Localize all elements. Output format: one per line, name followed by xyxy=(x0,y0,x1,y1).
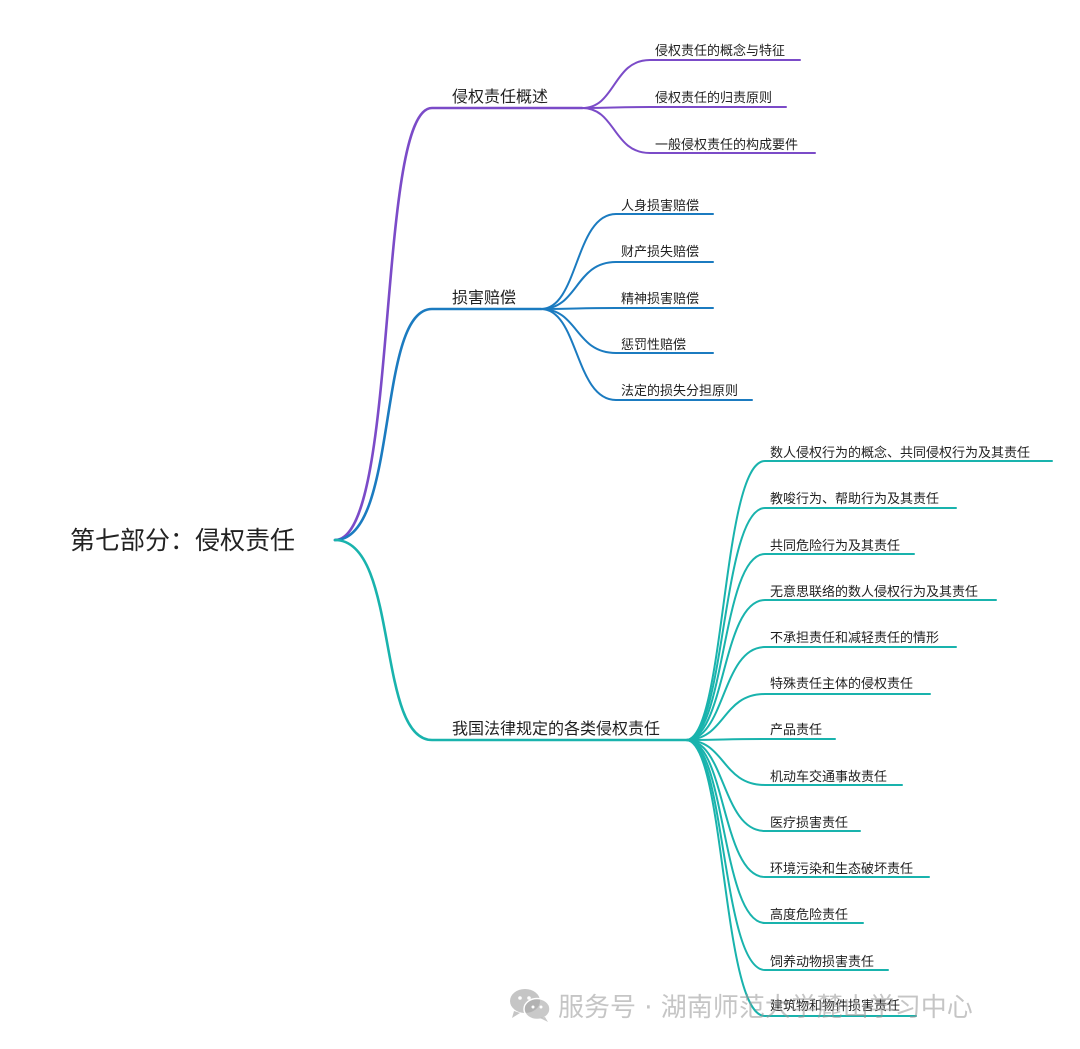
leaf-node[interactable]: 机动车交通事故责任 xyxy=(770,769,887,785)
leaf-connector xyxy=(685,507,957,741)
leaf-node[interactable]: 共同危险行为及其责任 xyxy=(770,539,900,554)
leaf-connector xyxy=(540,308,753,401)
leaf-node[interactable]: 产品责任 xyxy=(770,723,822,738)
leaf-connector xyxy=(685,599,997,741)
branch-node[interactable]: 我国法律规定的各类侵权责任 xyxy=(452,719,660,738)
leaf-node[interactable]: 饲养动物损害责任 xyxy=(770,954,874,970)
branch-connector xyxy=(333,307,543,542)
leaf-node[interactable]: 精神损害赔偿 xyxy=(621,291,699,307)
branch-connector xyxy=(333,538,688,742)
leaf-node[interactable]: 特殊责任主体的侵权责任 xyxy=(770,676,913,692)
leaf-connector xyxy=(540,213,714,310)
leaf-connector xyxy=(685,739,903,786)
leaf-connector xyxy=(540,261,714,310)
root-node[interactable]: 第七部分：侵权责任 xyxy=(70,526,295,555)
leaf-node[interactable]: 建筑物和物件损害责任 xyxy=(770,998,900,1014)
leaf-node[interactable]: 侵权责任的归责原则 xyxy=(655,90,772,106)
leaf-connector xyxy=(685,693,931,741)
leaf-connector xyxy=(685,646,957,741)
leaf-connector xyxy=(581,106,787,109)
leaf-node[interactable]: 人身损害赔偿 xyxy=(621,198,699,214)
leaf-connector xyxy=(540,307,714,310)
leaf-connector xyxy=(581,59,801,109)
leaf-node[interactable]: 法定的损失分担原则 xyxy=(621,383,738,399)
leaf-connector xyxy=(685,739,930,878)
leaf-node[interactable]: 医疗损害责任 xyxy=(770,815,848,831)
leaf-connector xyxy=(685,739,864,924)
leaf-node[interactable]: 财产损失赔偿 xyxy=(621,245,699,260)
leaf-node[interactable]: 数人侵权行为的概念、共同侵权行为及其责任 xyxy=(770,445,1030,461)
leaf-node[interactable]: 惩罚性赔偿 xyxy=(621,338,686,353)
branch-node[interactable]: 侵权责任概述 xyxy=(452,87,548,106)
branch-connector xyxy=(333,106,584,542)
leaf-connector xyxy=(685,739,861,832)
leaf-node[interactable]: 无意思联络的数人侵权行为及其责任 xyxy=(770,584,978,600)
leaf-node[interactable]: 教唆行为、帮助行为及其责任 xyxy=(770,491,939,507)
leaf-connector xyxy=(685,739,917,1017)
leaf-connector xyxy=(685,738,836,741)
branch-node[interactable]: 损害赔偿 xyxy=(452,288,516,307)
leaf-connector xyxy=(685,460,1053,741)
leaf-connector xyxy=(581,107,816,154)
leaf-connector xyxy=(685,553,915,741)
leaf-node[interactable]: 环境污染和生态破坏责任 xyxy=(770,862,913,877)
leaf-node[interactable]: 高度危险责任 xyxy=(770,907,848,923)
leaf-node[interactable]: 侵权责任的概念与特征 xyxy=(655,43,785,59)
leaf-node[interactable]: 不承担责任和减轻责任的情形 xyxy=(770,630,939,646)
leaf-node[interactable]: 一般侵权责任的构成要件 xyxy=(655,137,798,153)
leaf-connector xyxy=(540,308,714,354)
